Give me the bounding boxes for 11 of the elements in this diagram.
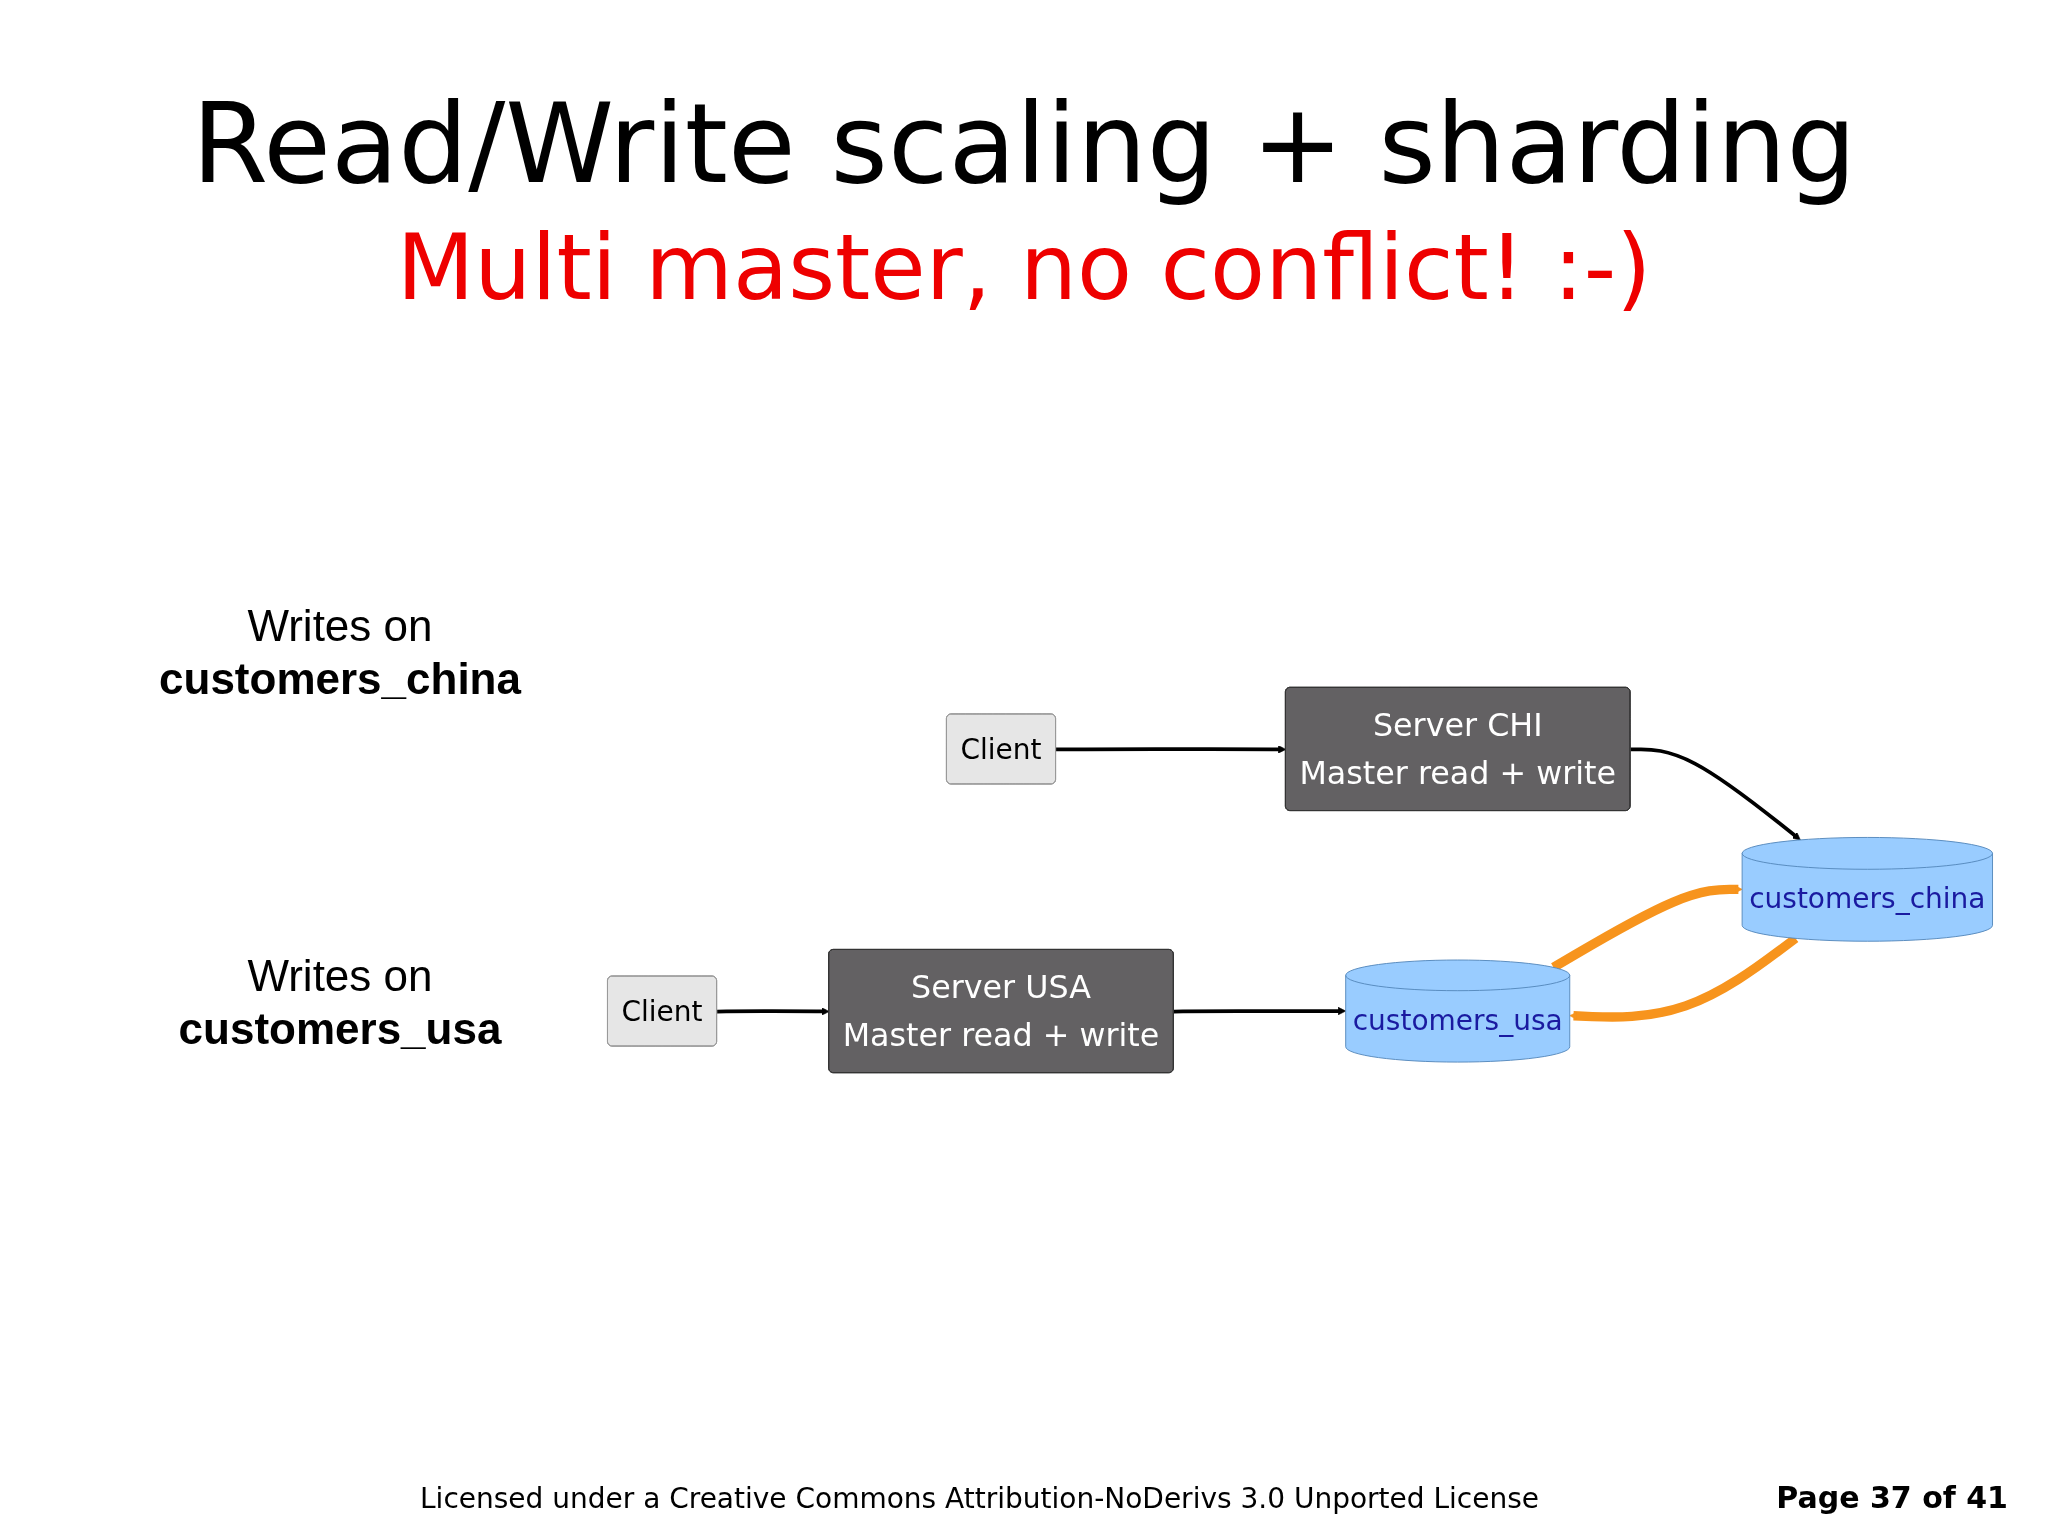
page-number: Page 37 of 41 <box>1776 1480 2008 1515</box>
arrow <box>1630 747 1801 841</box>
arrow <box>1056 745 1287 754</box>
subtitle: Multi master, no conflict! :-) <box>395 215 1653 320</box>
license-text: Licensed under a Creative Commons Attribution-NoDerivs 3.0 Unported License <box>420 1482 1539 1515</box>
note-text: Writes on customers_china <box>158 600 523 705</box>
arrow <box>1173 1006 1347 1016</box>
note-text: Writes on customers_usa <box>177 950 503 1055</box>
arrow <box>717 1007 830 1016</box>
arrow <box>1551 884 1743 972</box>
title: Read/Write scaling + sharding <box>190 80 1858 208</box>
